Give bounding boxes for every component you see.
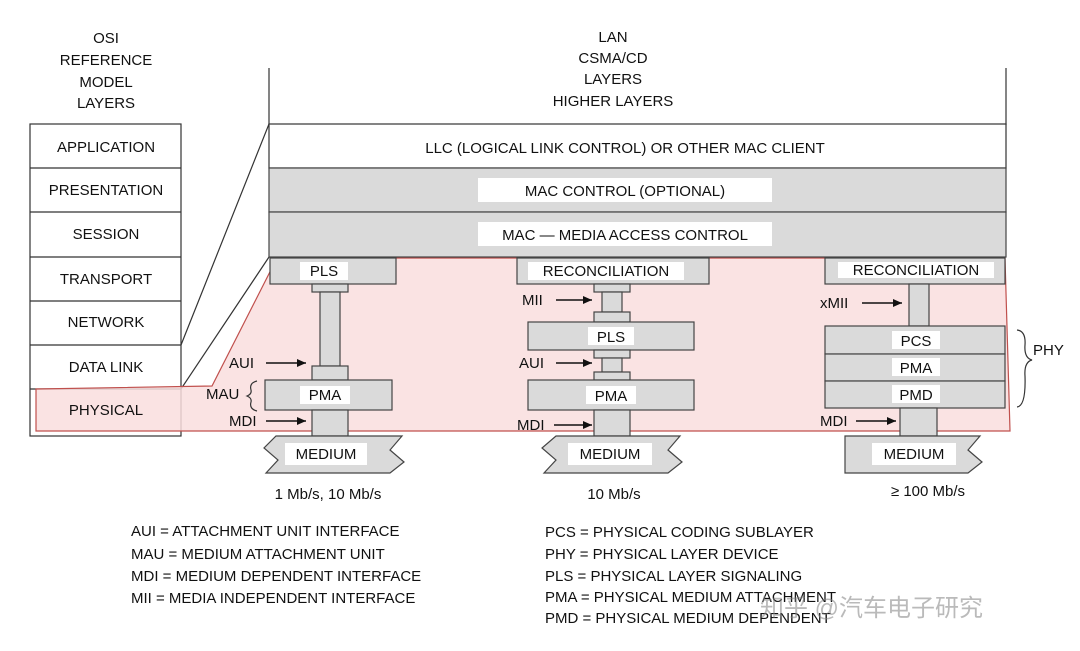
osi-layer-transport: TRANSPORT <box>60 271 152 288</box>
stack2-mdi-label: MDI <box>517 417 545 434</box>
stack1-aui-label: AUI <box>229 355 254 372</box>
legend-aui: AUI = ATTACHMENT UNIT INTERFACE <box>131 523 400 540</box>
legend-pmd: PMD = PHYSICAL MEDIUM DEPENDENT <box>545 610 831 627</box>
legend-phy: PHY = PHYSICAL LAYER DEVICE <box>545 546 779 563</box>
data-link-connector-bottom <box>180 256 270 390</box>
osi-layer-application: APPLICATION <box>57 139 155 156</box>
stack2-reconciliation-label: RECONCILIATION <box>543 263 669 280</box>
stack2-medium-label: MEDIUM <box>580 446 641 463</box>
legend-pma: PMA = PHYSICAL MEDIUM ATTACHMENT <box>545 589 836 606</box>
stack1-mau-label: MAU <box>206 386 239 403</box>
stack3-pma-label: PMA <box>900 360 933 377</box>
llc-layer <box>268 123 1007 169</box>
stack2-pls-label: PLS <box>597 329 625 346</box>
stack2-aui-cable <box>601 357 623 373</box>
stack3-phy-label: PHY <box>1033 342 1064 359</box>
lan-header-line-4: HIGHER LAYERS <box>553 93 674 110</box>
mac-layer-label: MAC — MEDIA ACCESS CONTROL <box>502 227 748 244</box>
stack-3: RECONCILIATION xMII PCS PMA PMD PHY MDI … <box>820 257 1064 500</box>
stack1-mdi-label: MDI <box>229 413 257 430</box>
lan-upper-layers: LLC (LOGICAL LINK CONTROL) OR OTHER MAC … <box>268 123 1007 258</box>
legend-mdi: MDI = MEDIUM DEPENDENT INTERFACE <box>131 568 421 585</box>
data-link-connector-top <box>180 123 270 346</box>
stack3-rate: ≥ 100 Mb/s <box>891 483 965 500</box>
stack2-rate: 10 Mb/s <box>587 486 640 503</box>
stack3-mdi-label: MDI <box>820 413 848 430</box>
legend-mii: MII = MEDIA INDEPENDENT INTERFACE <box>131 590 415 607</box>
stack1-pls-label: PLS <box>310 263 338 280</box>
stack3-medium-label: MEDIUM <box>884 446 945 463</box>
stack3-pcs-label: PCS <box>901 333 932 350</box>
watermark: 知乎 @汽车电子研究 <box>760 595 983 622</box>
stack2-mdi-connector <box>593 409 631 437</box>
osi-layer-network: NETWORK <box>68 314 145 331</box>
stack1-pma-label: PMA <box>309 387 342 404</box>
mac-control-label-box <box>478 178 772 202</box>
legend-pcs: PCS = PHYSICAL CODING SUBLAYER <box>545 524 814 541</box>
stack3-xmii-label: xMII <box>820 295 848 312</box>
stack1-connector-bottom <box>311 365 349 381</box>
osi-layer-physical: PHYSICAL <box>69 402 143 419</box>
stack3-reconciliation-label: RECONCILIATION <box>853 262 979 279</box>
lan-header-line-2: CSMA/CD <box>578 50 647 67</box>
stack1-aui-cable <box>319 291 341 367</box>
stack2-mii-label: MII <box>522 292 543 309</box>
lan-header-line-3: LAYERS <box>584 71 642 88</box>
lan-header: LAN CSMA/CD LAYERS HIGHER LAYERS <box>553 29 674 110</box>
osi-layer-presentation: PRESENTATION <box>49 182 163 199</box>
stack1-rate: 1 Mb/s, 10 Mb/s <box>275 486 382 503</box>
osi-layer-session: SESSION <box>73 226 140 243</box>
llc-layer-label: LLC (LOGICAL LINK CONTROL) OR OTHER MAC … <box>425 140 825 157</box>
stack3-phy-brace <box>1016 329 1033 408</box>
osi-header-line-4: LAYERS <box>77 95 135 112</box>
osi-header: OSI REFERENCE MODEL LAYERS <box>60 30 153 112</box>
osi-header-line-1: OSI <box>93 30 119 47</box>
stack3-mdi-connector <box>899 407 938 437</box>
stack3-pmd-label: PMD <box>899 387 933 404</box>
stack-2: RECONCILIATION MII PLS AUI PMA MDI MEDIU… <box>516 257 710 503</box>
mac-label-box <box>478 222 772 246</box>
legend-pls: PLS = PHYSICAL LAYER SIGNALING <box>545 568 802 585</box>
osi-stack-frame <box>29 123 182 437</box>
osi-header-line-3: MODEL <box>79 74 132 91</box>
stack2-pma-label: PMA <box>595 388 628 405</box>
osi-stack: APPLICATION PRESENTATION SESSION TRANSPO… <box>29 123 182 437</box>
osi-layer-data-link: DATA LINK <box>69 359 143 376</box>
stack1-mdi-connector <box>311 409 349 437</box>
osi-header-line-2: REFERENCE <box>60 52 153 69</box>
stack1-medium-label: MEDIUM <box>296 446 357 463</box>
lan-header-line-1: LAN <box>598 29 627 46</box>
stack1-connector-top <box>311 283 349 293</box>
legend-mau: MAU = MEDIUM ATTACHMENT UNIT <box>131 546 385 563</box>
legend-right: PCS = PHYSICAL CODING SUBLAYER PHY = PHY… <box>545 524 836 627</box>
mac-control-layer-label: MAC CONTROL (OPTIONAL) <box>525 183 725 200</box>
stack-1: PLS AUI MAU PMA MDI MEDIUM 1 Mb/s, 10 Mb… <box>206 257 405 503</box>
stack1-mau-brace <box>245 380 258 412</box>
legend-left: AUI = ATTACHMENT UNIT INTERFACE MAU = ME… <box>131 523 421 607</box>
stack2-mii-cable <box>601 291 623 313</box>
stack2-aui-label: AUI <box>519 355 544 372</box>
stack3-xmii-cable <box>908 283 930 327</box>
